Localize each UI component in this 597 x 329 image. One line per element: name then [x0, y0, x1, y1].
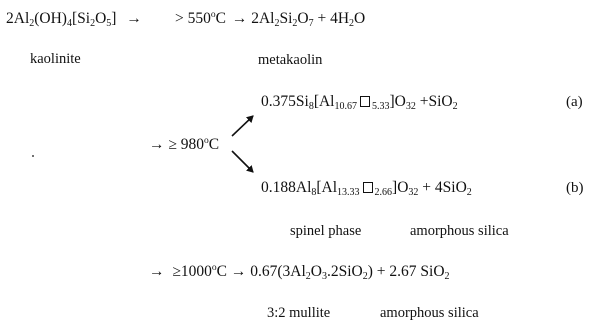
label-3-2-mullite: 3:2 mullite [267, 305, 331, 321]
subscript: 2 [444, 271, 450, 282]
reaction-arrow: → [126, 10, 142, 27]
subscript: 2 [452, 101, 458, 112]
formula-part: [Al [313, 93, 335, 110]
equation-tag-a: (a) [566, 94, 583, 110]
formula-part: 0.188Al [261, 179, 312, 196]
vacancy-box-icon [359, 96, 370, 107]
formula-part: ) + 2.67 SiO [367, 263, 445, 280]
formula-part: O [95, 10, 107, 27]
label-amorphous-silica-2: amorphous silica [380, 305, 479, 321]
temperature-value: > 550 [175, 10, 211, 27]
label-spinel-phase: spinel phase [290, 223, 362, 239]
formula-part: + 4SiO [418, 179, 467, 196]
subscript: 8 [311, 187, 317, 198]
subscript: 13.33 [337, 187, 360, 198]
temperature-unit: C [208, 136, 220, 153]
subscript: 4 [66, 18, 72, 29]
formula-part: .2SiO [326, 263, 363, 280]
subscript: 7 [308, 18, 314, 29]
subscript: 2 [466, 187, 472, 198]
formula-part: 2Al [6, 10, 30, 27]
subscript: 10.67 [334, 101, 357, 112]
vacancy-box-icon [362, 182, 373, 193]
equation-mullite: → ≥1000oC → 0.67(3Al2O3.2SiO2) + 2.67 Si… [149, 263, 450, 282]
label-kaolinite: kaolinite [30, 51, 81, 67]
formula-part: +SiO [415, 93, 453, 110]
formula-part: O [354, 10, 366, 27]
equation-a: 0.375Si8[Al10.67 5.33]O32 +SiO2 [261, 93, 458, 112]
degree-symbol: o [204, 136, 209, 146]
subscript: 32 [408, 187, 419, 198]
formula-part: 0.375Si [261, 93, 309, 110]
subscript: 2 [305, 271, 311, 282]
formula-part: [Al [316, 179, 338, 196]
formula-part: ]O [389, 93, 406, 110]
formula-part: ]O [392, 179, 409, 196]
temperature-value: ≥1000 [172, 263, 212, 280]
temperature-unit: C [215, 10, 226, 27]
subscript: 32 [405, 101, 416, 112]
formula-part: Si [279, 10, 293, 27]
subscript: 8 [308, 101, 314, 112]
equation-tag-b: (b) [566, 180, 584, 196]
formula-part: (OH) [34, 10, 67, 27]
subscript: 2 [349, 18, 355, 29]
subscript: 2 [292, 18, 298, 29]
temperature-condition-550: > 550oC → 2Al2Si2O7 + 4H2O [175, 10, 366, 29]
subscript: 2 [90, 18, 96, 29]
formula-part: O [310, 263, 322, 280]
formula-part: O [297, 10, 309, 27]
subscript: 3 [321, 271, 327, 282]
kaolinite-formula: 2Al2(OH)4[Si2O5] [6, 10, 117, 29]
subscript: 5.33 [371, 101, 390, 112]
reaction-arrow: → [231, 10, 248, 27]
equation-b: 0.188Al8[Al13.33 2.66]O32 + 4SiO2 [261, 179, 472, 198]
branch-arrow-up-icon [231, 115, 254, 137]
stray-dot [32, 155, 34, 157]
reaction-arrow: → [149, 263, 165, 280]
branch-temperature-980: → ≥ 980oC [149, 136, 220, 153]
formula-part: + 4H [313, 10, 350, 27]
reaction-arrow: → [149, 136, 165, 153]
subscript: 5 [106, 18, 112, 29]
subscript: 2.66 [374, 187, 393, 198]
subscript: 2 [274, 18, 280, 29]
temperature-value: ≥ 980 [168, 136, 205, 153]
branch-arrow-down-icon [231, 150, 254, 173]
equation-kaolinite-to-metakaolin: 2Al2(OH)4[Si2O5] → [6, 10, 142, 29]
metakaolin-formula: 2Al2Si2O7 + 4H2O [251, 10, 366, 29]
degree-symbol: o [211, 263, 217, 273]
degree-symbol: o [210, 10, 216, 20]
temperature-unit: C [216, 263, 227, 280]
label-amorphous-silica-1: amorphous silica [410, 223, 509, 239]
formula-part: 0.67(3Al [250, 263, 306, 280]
mullite-formula: 0.67(3Al2O3.2SiO2) + 2.67 SiO2 [250, 263, 450, 282]
formula-part: [Si [71, 10, 91, 27]
label-metakaolin: metakaolin [258, 52, 323, 68]
subscript: 2 [29, 18, 35, 29]
formula-part: 2Al [251, 10, 275, 27]
reaction-arrow: → [230, 263, 247, 280]
subscript: 2 [362, 271, 368, 282]
formula-part: ] [111, 10, 117, 27]
